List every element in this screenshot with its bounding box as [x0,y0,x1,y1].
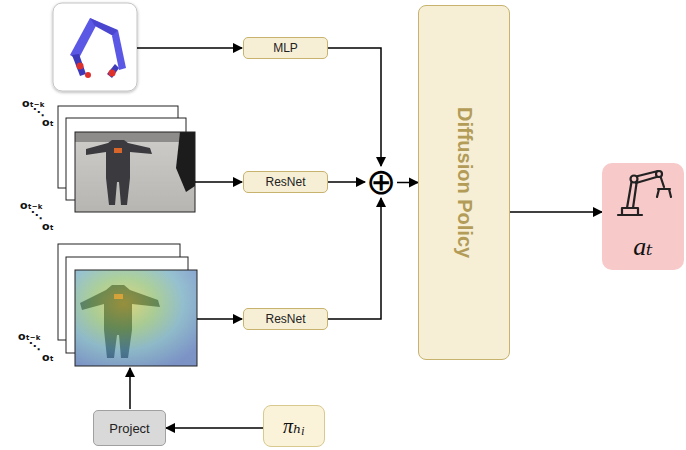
observation-label: oₜ [42,352,54,364]
encoder-box: ResNet [243,171,328,193]
flow-arrow [397,182,418,184]
gripper-link [70,18,98,60]
concat-symbol: ⊕ [365,166,397,198]
attention-heatmap [75,270,197,366]
keypoint [109,70,116,77]
node-text: Diffusion Policy [453,107,476,258]
robot-arm [176,132,195,192]
frame [75,270,197,366]
icon-frame [53,3,137,91]
robot-arm-icon [602,163,684,223]
observation-label: oₜ [42,221,54,233]
arm-joint [631,176,638,183]
gripper-finger [72,54,86,76]
garment [86,140,152,205]
heatmap-stack [58,244,197,366]
gripper-link [112,30,126,70]
flow-arrow [510,211,602,213]
wire [129,368,131,409]
camera-image [75,270,197,366]
keypoint [85,72,91,78]
node-text: ResNet [265,312,305,326]
encoder-box: MLP [243,37,328,59]
observation-label: ⋱ [29,341,40,353]
garment-logo [114,148,122,153]
node-text: ⊕ [366,166,396,198]
node-text: Project [109,421,149,436]
wire [137,47,242,49]
frame [75,132,195,212]
gripper-finger [107,64,119,78]
node-text: MLP [273,41,298,55]
flow-arrow [328,198,381,319]
gripper-icon [53,3,137,91]
policy-box: πₕᵢ [263,405,325,447]
arm-joint [656,171,662,177]
flow-arrow [328,181,365,183]
wire [197,318,242,320]
keypoint [77,63,84,70]
node-text: ResNet [265,175,305,189]
wire [195,181,242,183]
node-text: πₕᵢ [283,414,305,438]
camera-image [75,132,195,212]
action-box: aₜ [602,163,684,270]
input-wires [130,48,242,409]
observation-label: oₜ [42,117,54,129]
gripper-link [90,18,118,37]
flow-arrow [328,48,381,166]
observation-label: ⋱ [31,210,42,222]
table-edge [75,132,195,142]
policy-box: Diffusion Policy [418,5,510,360]
flow-arrow [166,427,263,429]
node-text: aₜ [633,231,652,262]
encoder-box: ResNet [243,308,328,330]
process-box: Project [93,410,166,446]
image-stack [58,106,195,212]
